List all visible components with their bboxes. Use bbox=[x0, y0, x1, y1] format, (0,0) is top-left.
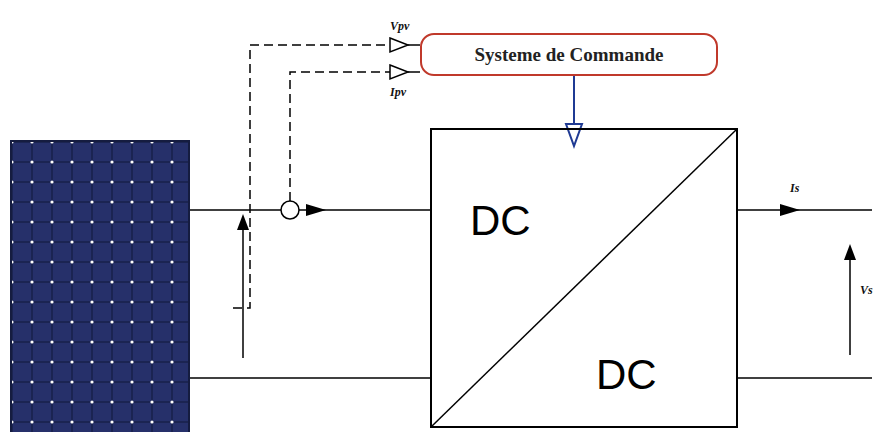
measure-lines bbox=[233, 45, 390, 308]
signal-name: Is bbox=[790, 182, 799, 194]
voltage-arrow bbox=[237, 214, 249, 358]
output-wires bbox=[738, 210, 872, 378]
converter-box: DC DC bbox=[430, 128, 738, 428]
control-signal bbox=[566, 76, 582, 146]
voltage-arrow bbox=[844, 244, 856, 355]
signal-name: Ipv bbox=[390, 86, 406, 98]
converter-diagonal bbox=[431, 129, 737, 427]
current-arrow bbox=[306, 204, 326, 216]
input-wires bbox=[190, 210, 430, 378]
input-triangles bbox=[390, 38, 408, 79]
converter-label: DC bbox=[470, 200, 531, 242]
solar-panel bbox=[10, 140, 190, 432]
input-wire bbox=[408, 44, 420, 46]
signal-name: Vs bbox=[860, 284, 873, 296]
current-sensor bbox=[281, 201, 299, 219]
input-wire bbox=[408, 71, 420, 73]
converter-label: DC bbox=[596, 354, 657, 396]
control-box: Systeme de Commande bbox=[420, 33, 718, 76]
box-label: Systeme de Commande bbox=[475, 44, 664, 66]
current-arrow bbox=[780, 204, 800, 216]
signal-name: Vpv bbox=[390, 20, 409, 32]
